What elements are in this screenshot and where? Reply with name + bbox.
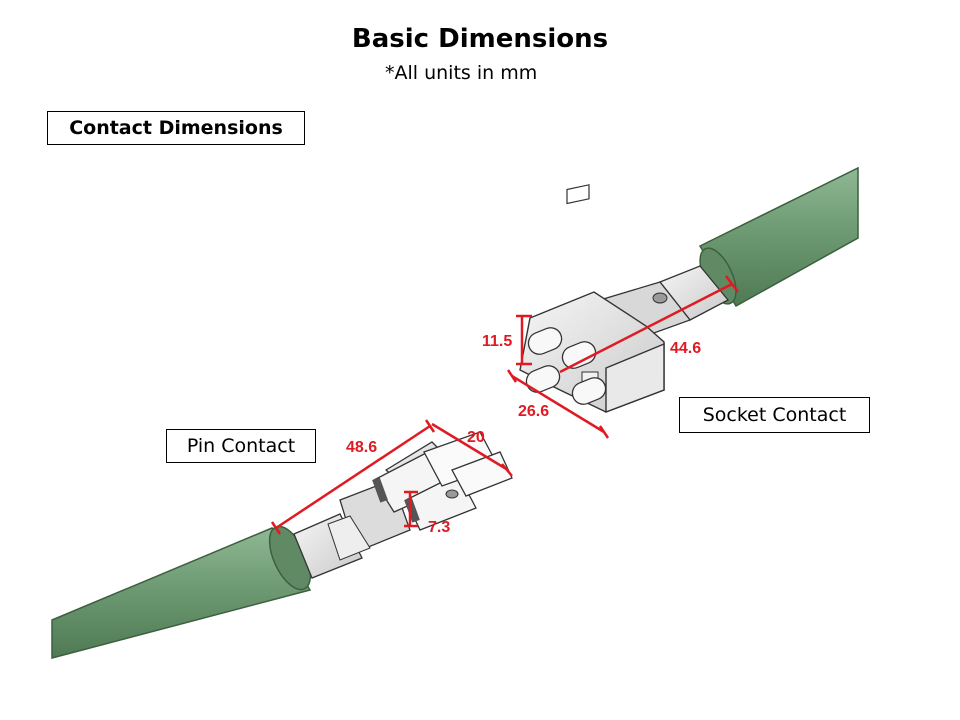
dim-line-socket-width — [511, 374, 605, 434]
dim-pin-height: 7.3 — [428, 519, 450, 536]
pin-cable — [51, 525, 312, 659]
dim-pin-width: 20 — [467, 429, 485, 446]
dim-line-pin-width — [431, 422, 509, 472]
socket-contact-label: Socket Contact — [679, 397, 870, 433]
dimension-lines — [270, 275, 739, 535]
dim-socket-length: 44.6 — [670, 340, 701, 357]
socket-body — [519, 184, 665, 414]
dim-socket-width: 26.6 — [518, 403, 549, 420]
socket-crimp-barrel — [598, 265, 730, 339]
dim-line-socket-length — [559, 282, 733, 374]
page-title: Basic Dimensions — [351, 24, 609, 54]
dim-pin-length: 48.6 — [346, 439, 377, 456]
dim-line-pin-length — [275, 424, 431, 530]
units-note: *All units in mm — [385, 62, 538, 84]
pin-contact-label: Pin Contact — [166, 429, 316, 463]
dim-socket-height: 11.5 — [482, 333, 512, 350]
section-label: Contact Dimensions — [47, 111, 305, 145]
